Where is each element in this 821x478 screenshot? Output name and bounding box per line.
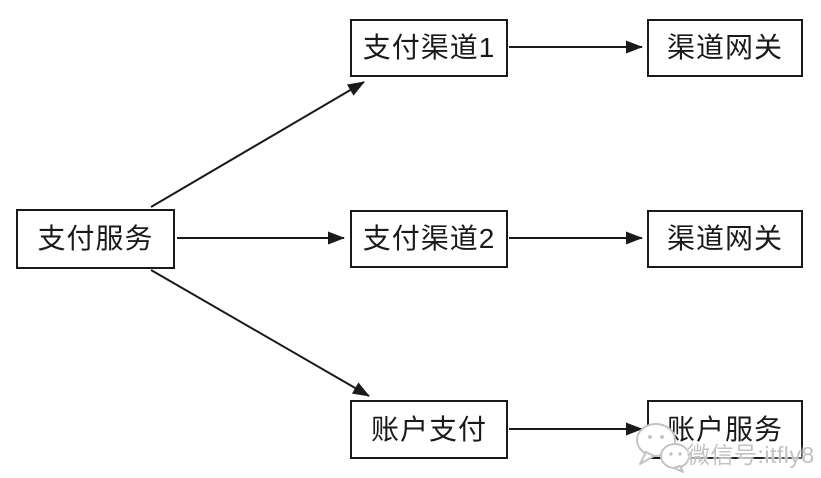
- edge-payment-service-to-account-payment: [150, 269, 370, 397]
- node-channel-gateway-1: 渠道网关: [647, 19, 803, 77]
- node-payment-channel-2: 支付渠道2: [350, 210, 508, 268]
- edge-payment-service-to-channel-1: [150, 81, 365, 208]
- node-account-payment: 账户支付: [350, 400, 508, 459]
- node-payment-channel-1: 支付渠道1: [350, 19, 508, 77]
- node-channel-gateway-2: 渠道网关: [647, 210, 803, 268]
- node-payment-service: 支付服务: [16, 209, 175, 269]
- node-account-service: 账户服务: [647, 400, 803, 459]
